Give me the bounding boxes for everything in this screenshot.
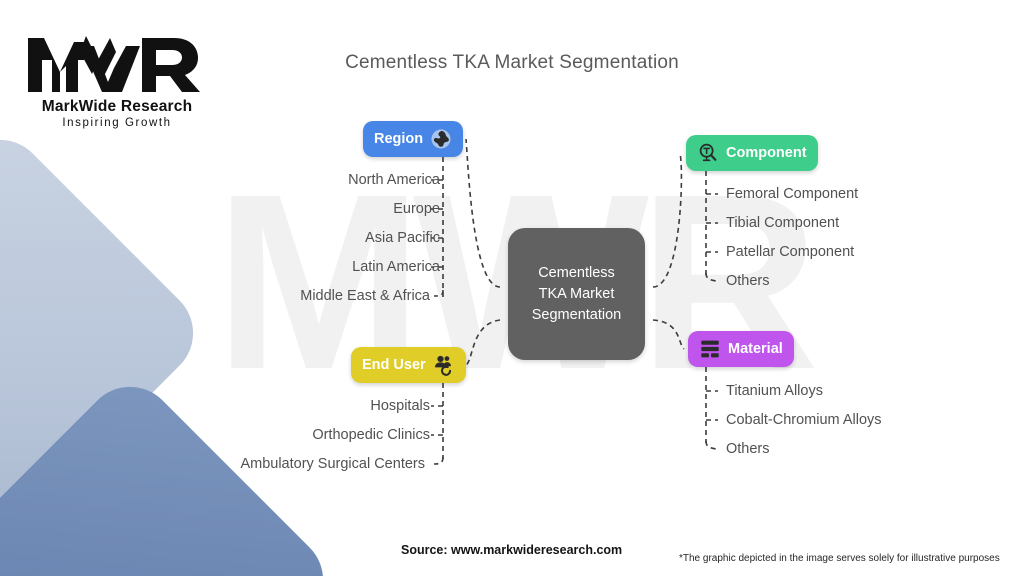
branch-label-enduser: End User (362, 357, 426, 373)
leaf-region-3: Latin America (352, 259, 440, 275)
leaf-material-1: Cobalt-Chromium Alloys (726, 412, 882, 428)
leaf-region-2: Asia Pacific (365, 230, 440, 246)
branch-badge-component[interactable]: Component (686, 135, 818, 171)
center-node-line-1: Cementless (538, 264, 615, 281)
users-refresh-icon (434, 355, 451, 376)
logo-company-name: MarkWide Research (42, 98, 193, 115)
branch-badge-region[interactable]: Region (363, 121, 464, 157)
leaf-enduser-0: Hospitals (370, 398, 430, 414)
logo-tagline: Inspiring Growth (62, 117, 171, 129)
wire-center-enduser (464, 319, 501, 367)
center-node-line-2: TKA Market (538, 285, 615, 302)
leaf-enduser-1: Orthopedic Clinics (312, 427, 430, 443)
disclaimer-label: *The graphic depicted in the image serve… (679, 553, 1000, 564)
wire-center-material (652, 319, 685, 350)
branch-label-region: Region (374, 131, 424, 147)
leaf-region-1: Europe (393, 201, 440, 217)
center-node-line-3: Segmentation (531, 306, 622, 323)
material-stub-2 (705, 440, 717, 450)
leaf-component-1: Tibial Component (726, 215, 840, 231)
leaf-region-0: North America (348, 172, 440, 188)
leaf-material-0: Titanium Alloys (726, 383, 823, 399)
center-node[interactable]: Cementless TKA Market Segmentation (508, 228, 645, 360)
layers-server-icon (701, 340, 719, 358)
markwide-logo: MarkWide Research Inspiring Growth (28, 36, 200, 129)
enduser-stub-2 (433, 456, 444, 465)
wire-center-region (465, 138, 501, 288)
branch-badge-enduser[interactable]: End User (351, 347, 466, 383)
leaf-component-3: Others (726, 273, 770, 289)
leaf-enduser-2: Ambulatory Surgical Centers (240, 456, 425, 472)
leaf-material-2: Others (726, 441, 770, 457)
magnifier-component-icon (699, 143, 717, 162)
source-label: Source: www.markwideresearch.com (401, 543, 623, 557)
page-title: Cementless TKA Market Segmentation (345, 52, 679, 73)
branch-label-material: Material (728, 341, 783, 357)
leaf-region-4: Middle East & Africa (300, 288, 430, 304)
leaf-component-2: Patellar Component (726, 244, 855, 260)
branch-label-component: Component (726, 145, 807, 161)
region-stub-4 (433, 289, 444, 297)
leaf-component-0: Femoral Component (726, 186, 859, 202)
wire-center-component (652, 152, 683, 288)
component-stub-3 (705, 272, 717, 282)
branch-badge-material[interactable]: Material (688, 331, 794, 367)
globe-icon (431, 129, 451, 149)
